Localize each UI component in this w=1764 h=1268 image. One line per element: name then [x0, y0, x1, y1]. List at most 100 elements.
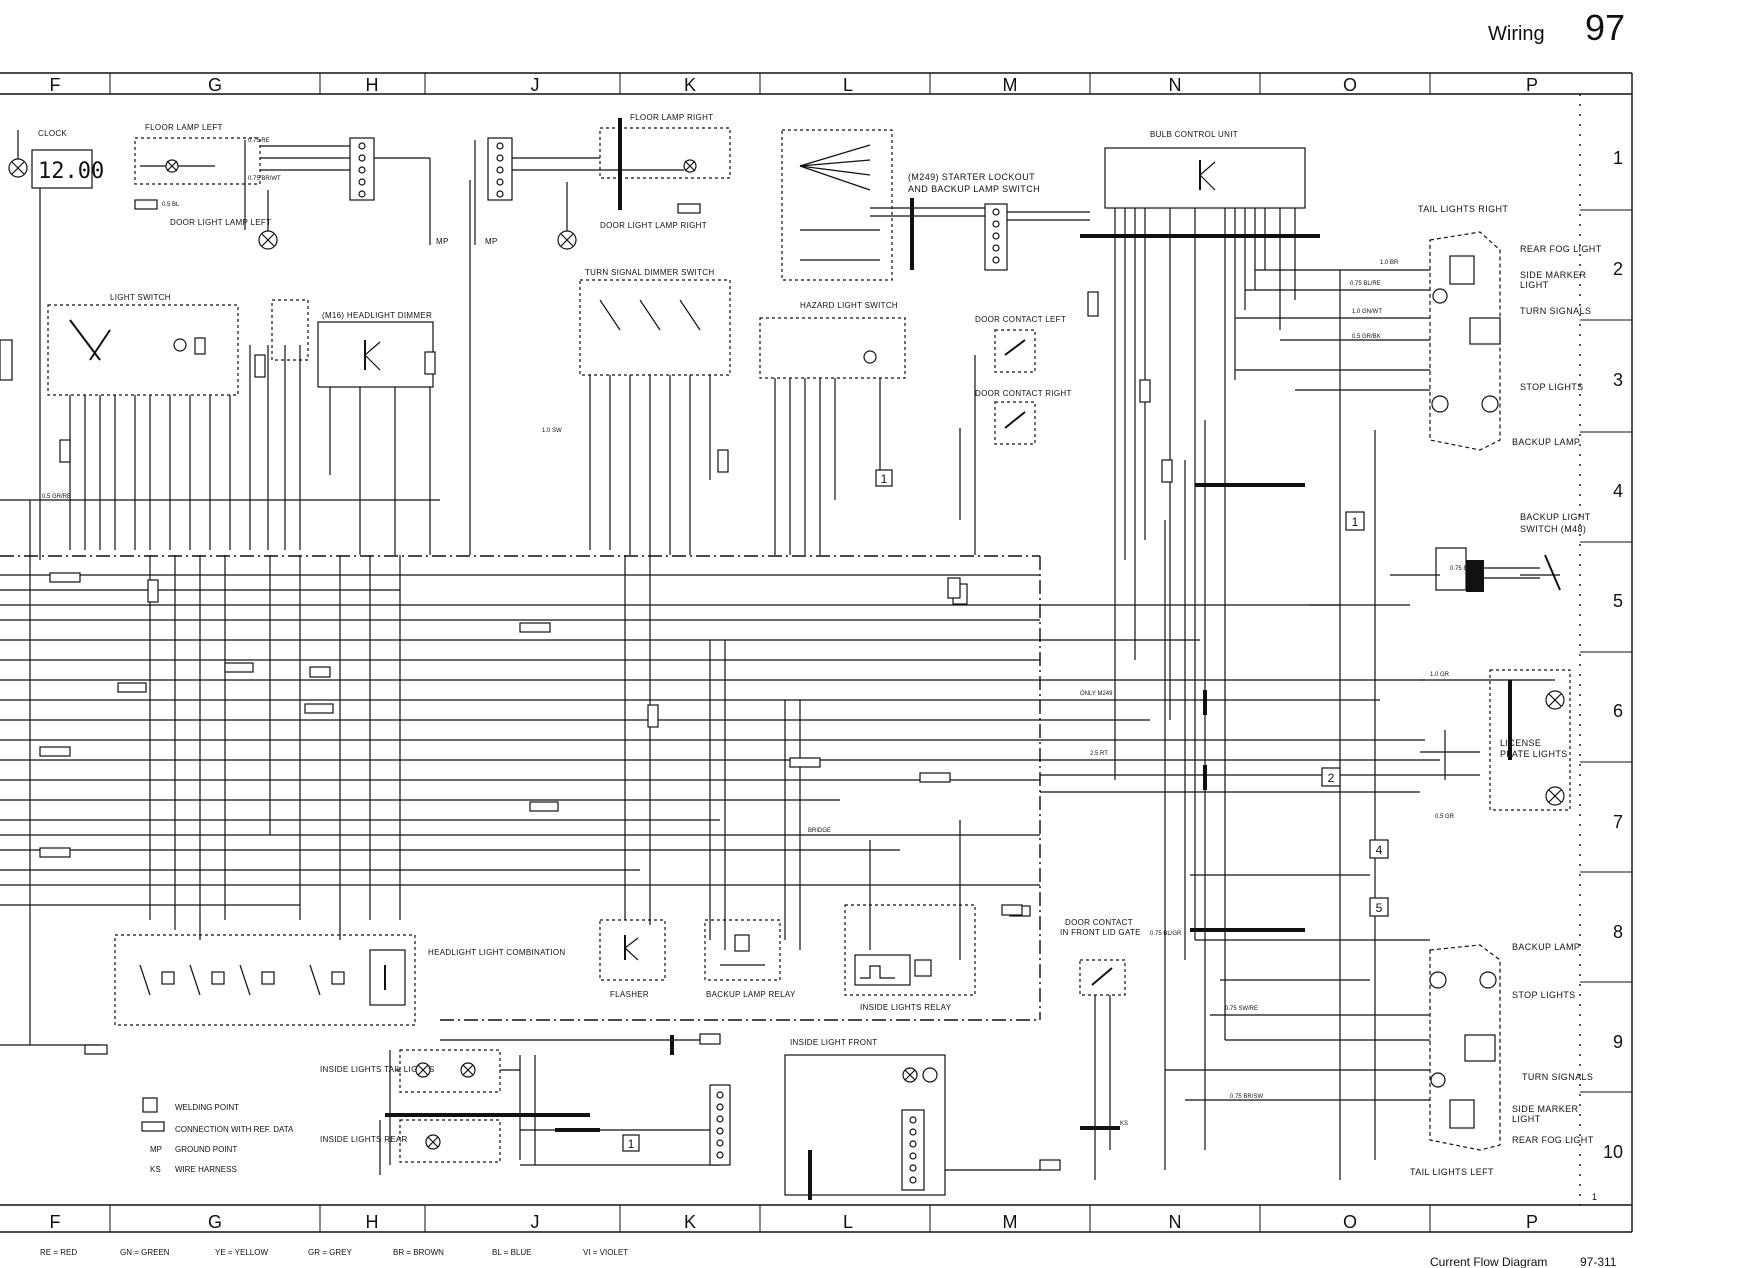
backup-light-switch-label: BACKUP LIGHT	[1520, 512, 1591, 522]
col-label: M	[1003, 75, 1018, 95]
wire-field	[0, 499, 1480, 1046]
side-marker-label: SIDE MARKER	[1520, 270, 1587, 280]
lamp-icon	[173, 338, 187, 352]
light-left-label: LIGHT	[1512, 1114, 1541, 1124]
stop-lights-label: STOP LIGHTS	[1520, 382, 1584, 392]
page-number: 97	[1585, 7, 1625, 48]
clock-display: 12.00	[38, 159, 104, 184]
row-label: 6	[1613, 701, 1623, 721]
clock: CLOCK 12.00	[8, 129, 104, 560]
col-label: O	[1343, 75, 1357, 95]
bridge-label: BRIDGE	[808, 828, 831, 834]
footer-title: Current Flow Diagram	[1430, 1255, 1547, 1268]
turn-signals-label: TURN SIGNALS	[1520, 306, 1591, 316]
wire-code: 1.0 GR	[1430, 672, 1450, 678]
legend-mp: MP	[150, 1145, 162, 1154]
col-label: L	[843, 75, 853, 95]
column-labels-top: F G H J K L M N O P	[50, 75, 1539, 95]
backup-switch-label: AND BACKUP LAMP SWITCH	[908, 184, 1040, 194]
col-label: H	[366, 75, 379, 95]
connector-h: MP	[260, 137, 449, 246]
row-label: 9	[1613, 1032, 1623, 1052]
col-label: N	[1169, 75, 1182, 95]
row-labels: 1 2 3 4 5 6 7 8 9 10	[1603, 148, 1623, 1162]
row-label: 10	[1603, 1142, 1623, 1162]
row-label: 5	[1613, 591, 1623, 611]
tail-lights-right-label: TAIL LIGHTS RIGHT	[1418, 204, 1508, 214]
clock-title: CLOCK	[38, 129, 67, 138]
color-key-item: BR = BROWN	[393, 1248, 444, 1257]
light-switch-label: LIGHT SWITCH	[110, 293, 171, 302]
wire-code: 0.75 BR/WT	[248, 176, 281, 182]
inside-lights-tail-rear: INSIDE LIGHTS TAIL LIGHTS INSIDE LIGHTS …	[320, 1049, 720, 1175]
floor-lamp-left: FLOOR LAMP LEFT DOOR LIGHT LAMP LEFT	[134, 123, 278, 250]
license-label: LICENSE	[1500, 738, 1541, 748]
door-contact-left-label: DOOR CONTACT LEFT	[975, 315, 1066, 324]
lamp-icon	[1429, 971, 1447, 989]
col-label: J	[531, 75, 540, 95]
wire-code: 2.5 RT	[1090, 751, 1108, 757]
color-key-item: BL = BLUE	[492, 1248, 532, 1257]
backup-light-switch: BACKUP LIGHT SWITCH (M48)	[1435, 512, 1591, 592]
footer-code: 97-311	[1580, 1255, 1617, 1268]
headlight-combination-relays: HEADLIGHT LIGHT COMBINATION	[114, 934, 565, 1026]
door-contacts: DOOR CONTACT LEFT DOOR CONTACT RIGHT	[952, 315, 1071, 605]
turn-signals-left-label: TURN SIGNALS	[1522, 1072, 1593, 1082]
legend-ks: KS	[150, 1165, 161, 1174]
wire-code: 1.0 GN/WT	[1352, 309, 1382, 315]
row-label: 4	[1613, 481, 1623, 501]
lamp-icon	[1432, 288, 1448, 304]
col-label: H	[366, 1212, 379, 1232]
lamp-icon	[863, 350, 877, 364]
inside-lights-rear-label: INSIDE LIGHTS REAR	[320, 1135, 408, 1144]
legend-harness: WIRE HARNESS	[175, 1165, 237, 1174]
wire-code: 0.75 SW/RE	[1225, 1006, 1258, 1012]
door-light-left-label: DOOR LIGHT LAMP LEFT	[170, 218, 271, 227]
row-label: 2	[1613, 259, 1623, 279]
wire-code: 0.5 GR/RE	[42, 494, 71, 500]
bulb-control-label: BULB CONTROL UNIT	[1150, 130, 1238, 139]
turn-signal-dimmer-switch: TURN SIGNAL DIMMER SWITCH	[579, 268, 731, 555]
wire-code: 0.75 RE	[248, 138, 270, 144]
wire-codes: 0.75 RE 0.75 BR/WT 0.5 BL 0.5 GR/RE 1.0 …	[42, 138, 1472, 1100]
backup-lamp-relay-label: BACKUP LAMP RELAY	[706, 990, 796, 999]
rear-fog-label: REAR FOG LIGHT	[1520, 244, 1602, 254]
inside-light-front: INSIDE LIGHT FRONT KS	[709, 1038, 1128, 1200]
backup-lamp-left-label: BACKUP LAMP	[1512, 942, 1580, 952]
plate-lights-label: PLATE LIGHTS	[1500, 749, 1568, 759]
inside-lights-relay-label: INSIDE LIGHTS RELAY	[860, 1003, 952, 1012]
inside-lights-tail-label: INSIDE LIGHTS TAIL LIGHTS	[320, 1065, 435, 1074]
legend-welding: WELDING POINT	[175, 1103, 239, 1112]
light-label: LIGHT	[1520, 280, 1549, 290]
col-label: P	[1526, 1212, 1538, 1232]
section-title: Wiring	[1488, 23, 1545, 45]
starter-lockout-label: (M249) STARTER LOCKOUT	[908, 172, 1035, 182]
box-number: 1	[628, 1137, 635, 1151]
flasher-label: FLASHER	[610, 990, 649, 999]
tail-lights-left-label: TAIL LIGHTS LEFT	[1410, 1167, 1494, 1177]
ground-label: MP	[436, 237, 449, 246]
color-key-item: YE = YELLOW	[215, 1248, 268, 1257]
license-plate-lights: LICENSE PLATE LIGHTS	[1420, 669, 1571, 811]
floor-lamp-left-label: FLOOR LAMP LEFT	[145, 123, 223, 132]
col-label: J	[531, 1212, 540, 1232]
legend: WELDING POINT CONNECTION WITH REF. DATA …	[141, 1097, 294, 1174]
sheet-number: 1	[1592, 1192, 1597, 1202]
floor-lamp-right-label: FLOOR LAMP RIGHT	[630, 113, 713, 122]
box-number: 1	[881, 472, 888, 486]
lamp-icon	[1430, 1072, 1446, 1088]
color-key-item: VI = VIOLET	[583, 1248, 628, 1257]
turn-signal-lamp-icon	[1469, 317, 1501, 345]
wire-code: 0.75 BR/SW	[1230, 1094, 1263, 1100]
switch-m-label: SWITCH (M48)	[1520, 524, 1586, 534]
col-label: G	[208, 1212, 222, 1232]
row-label: 1	[1613, 148, 1623, 168]
backup-lamp-label: BACKUP LAMP	[1512, 437, 1580, 447]
col-label: N	[1169, 1212, 1182, 1232]
bulb-control-unit: BULB CONTROL UNIT	[1080, 130, 1320, 1040]
hazard-light-switch: HAZARD LIGHT SWITCH 1	[759, 301, 906, 555]
ks-label: KS	[1120, 1121, 1128, 1127]
col-label: G	[208, 75, 222, 95]
wire-code: 0.5 GR/BK	[1352, 334, 1381, 340]
front-lid-gate-label: IN FRONT LID GATE	[1060, 928, 1141, 937]
